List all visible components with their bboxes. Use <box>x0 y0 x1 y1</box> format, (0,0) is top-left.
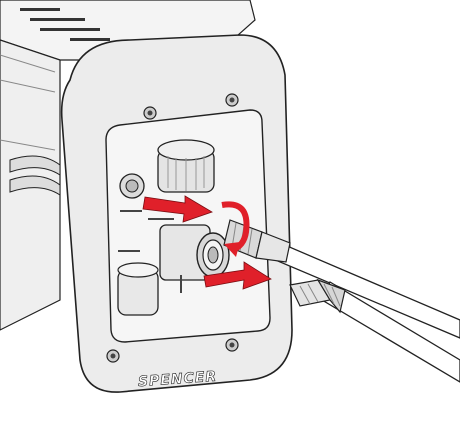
label-scribble <box>70 38 110 41</box>
lower-hose <box>289 278 460 383</box>
device-body <box>0 0 256 331</box>
front-frame: SPENCER <box>60 34 293 393</box>
main-port <box>159 224 230 281</box>
label-scribble <box>30 18 85 21</box>
brand-label: SPENCER <box>138 369 218 390</box>
insert-arrow-upper-icon <box>142 195 213 223</box>
knurled-cap <box>157 139 215 193</box>
insert-arrow-lower-icon <box>203 261 272 290</box>
label-scribble <box>40 28 100 31</box>
panel-connectors <box>117 139 230 316</box>
small-round-connector <box>119 173 145 199</box>
lower-cylinder-connector <box>117 262 159 316</box>
rotation-arrow-icon <box>221 201 250 257</box>
label-scribble <box>20 8 60 11</box>
lower-hose-fitting <box>289 278 346 314</box>
